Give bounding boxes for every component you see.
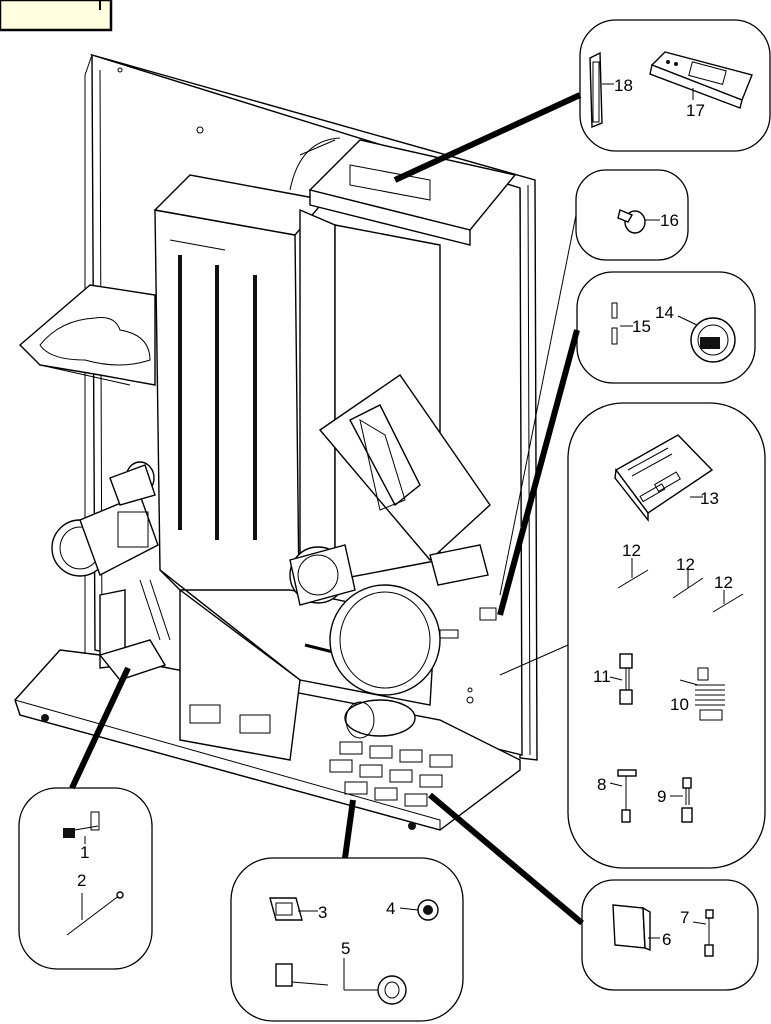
part-label-14: 14 [655, 303, 674, 322]
part-label-16: 16 [660, 211, 679, 230]
part-label-18: 18 [614, 76, 633, 95]
part-label-10: 10 [670, 695, 689, 714]
part-label-4: 4 [386, 899, 395, 918]
part-label-5: 5 [341, 939, 350, 958]
bubble-14-15: 14 15 [497, 271, 756, 616]
bubble-6-7: 6 7 [428, 792, 759, 991]
part-label-3: 3 [318, 903, 327, 922]
bubble-8-13: 13 12 12 12 11 10 [499, 402, 766, 869]
part-label-12b: 12 [676, 555, 695, 574]
part-label-15: 15 [632, 317, 651, 336]
bubble-16: 16 [499, 169, 689, 596]
part-label-12a: 12 [622, 541, 641, 560]
title-box [0, 0, 113, 32]
part-label-11: 11 [593, 667, 611, 686]
part-label-9: 9 [657, 787, 666, 806]
part-label-13: 13 [700, 489, 719, 508]
part-label-7: 7 [680, 908, 689, 927]
main-assembly [14, 53, 538, 831]
bubble-1-2: 1 2 [18, 666, 153, 970]
part-label-1: 1 [80, 843, 89, 862]
bubble-17-18: 18 17 [393, 19, 771, 183]
part-label-8: 8 [597, 775, 606, 794]
bubble-3-5: 3 4 5 [230, 799, 464, 1022]
part-label-12c: 12 [714, 573, 733, 592]
part-label-2: 2 [77, 871, 86, 890]
part-label-6: 6 [662, 930, 671, 949]
part-label-17: 17 [686, 101, 705, 120]
